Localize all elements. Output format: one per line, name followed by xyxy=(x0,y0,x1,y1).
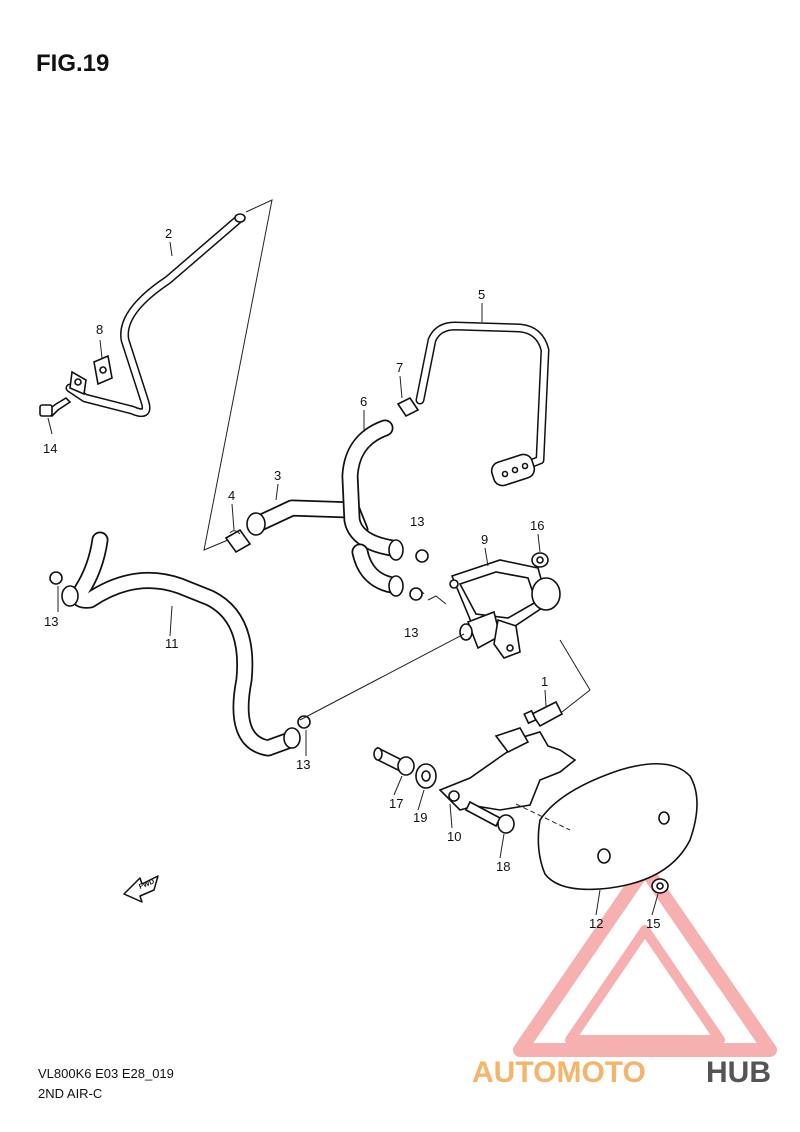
part-2-pipe xyxy=(65,213,246,418)
callout-18: 18 xyxy=(496,859,510,874)
callout-9: 9 xyxy=(481,532,488,547)
part-12-cover xyxy=(515,762,698,891)
part-15-nut xyxy=(651,878,669,894)
part-9-valve xyxy=(449,559,561,659)
callout-11: 11 xyxy=(165,636,179,651)
callout-14: 14 xyxy=(43,441,57,456)
model-code: VL800K6 E03 E28_019 xyxy=(38,1066,174,1081)
part-19-grommet xyxy=(415,763,437,789)
callout-13a: 13 xyxy=(410,514,424,529)
figure-title: FIG.19 xyxy=(36,50,110,77)
part-3-hose xyxy=(246,499,369,539)
part-4-clip xyxy=(224,528,252,554)
callout-7: 7 xyxy=(396,360,403,375)
callout-15: 15 xyxy=(646,916,660,931)
part-7-clip xyxy=(396,396,420,418)
part-1-sensor xyxy=(523,700,564,728)
part-18-bolt xyxy=(464,800,515,834)
callout-3: 3 xyxy=(274,468,281,483)
callout-16: 16 xyxy=(530,518,544,533)
callout-5: 5 xyxy=(478,287,485,302)
watermark-logo xyxy=(513,861,777,1057)
callout-leaders xyxy=(47,241,659,916)
section-name: 2ND AIR-C xyxy=(38,1086,103,1101)
watermark-part2: HUB xyxy=(706,1056,771,1089)
leader-bracket-2-4 xyxy=(203,199,273,551)
callout-1: 1 xyxy=(541,674,548,689)
part-6-hose xyxy=(341,419,404,597)
callout-8: 8 xyxy=(96,322,103,337)
callout-10: 10 xyxy=(447,829,461,844)
part-10-bracket xyxy=(438,727,577,811)
part-16-nut xyxy=(531,552,549,568)
callout-17: 17 xyxy=(389,796,403,811)
part-13-clamps xyxy=(49,549,429,729)
callout-13d: 13 xyxy=(296,757,310,772)
fwd-arrow-icon: FWD xyxy=(123,875,159,903)
part-17-bolt xyxy=(373,746,415,776)
watermark-part1: AUTOMOTO xyxy=(472,1056,646,1089)
callout-13b: 13 xyxy=(404,625,418,640)
callout-19: 19 xyxy=(413,810,427,825)
callout-13c: 13 xyxy=(44,614,58,629)
part-11-hose xyxy=(61,531,301,757)
watermark-text: AUTOMOTO HUB xyxy=(472,1056,771,1089)
leader-lines xyxy=(299,595,591,721)
part-14-bolt xyxy=(39,370,87,418)
callout-12: 12 xyxy=(589,916,603,931)
callout-2: 2 xyxy=(165,226,172,241)
callout-6: 6 xyxy=(360,394,367,409)
callout-4: 4 xyxy=(228,488,235,503)
part-8-clamp xyxy=(93,354,113,386)
part-5-pipe xyxy=(415,321,550,487)
